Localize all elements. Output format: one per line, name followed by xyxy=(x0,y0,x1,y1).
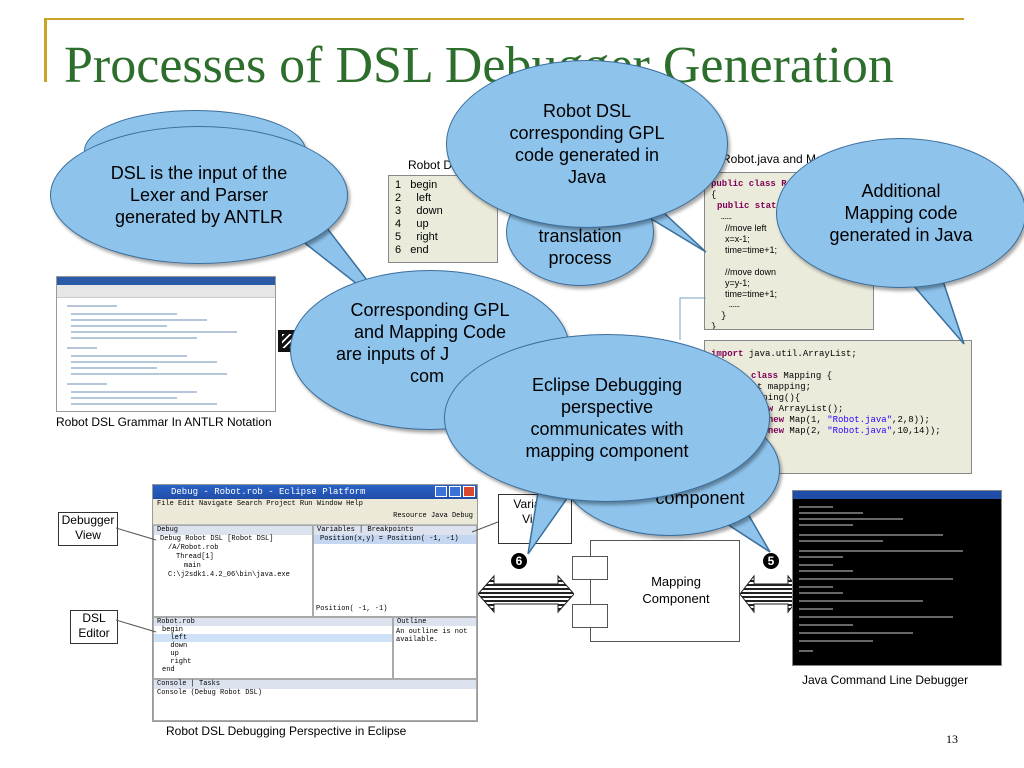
callout-dsl-input: DSL is the input of the Lexer and Parser… xyxy=(50,126,348,264)
slide-title: Processes of DSL Debugger Generation xyxy=(64,37,894,94)
callout-additional-mapping: Additional Mapping code generated in Jav… xyxy=(776,138,1024,288)
eclipse-console: Console | Tasks Console (Debug Robot DSL… xyxy=(153,679,477,721)
eclipse-caption: Robot DSL Debugging Perspective in Eclip… xyxy=(166,724,407,738)
java-line: //move left xyxy=(725,223,767,233)
eclipse-menu: File Edit Navigate Search Project Run Wi… xyxy=(153,499,477,510)
robot-dsl-line: 5 right xyxy=(395,231,438,243)
eclipse-toolbar: Resource Java Debug xyxy=(153,510,477,525)
robot-dsl-line: 4 up xyxy=(395,218,429,230)
eclipse-debug-view: Debug Debug Robot DSL [Robot DSL] /A/Rob… xyxy=(153,525,313,617)
java-line: …… xyxy=(729,300,740,310)
java-line: public stati xyxy=(717,201,782,211)
java-cmd-screenshot xyxy=(792,490,1002,666)
java-line: …… xyxy=(721,212,732,222)
terminal-text-lines xyxy=(799,506,963,652)
dsl-editor-label: DSL Editor xyxy=(70,610,118,644)
eclipse-screenshot: Debug - Robot.rob - Eclipse Platform Fil… xyxy=(152,484,478,722)
step-5-badge: 5 xyxy=(763,553,779,569)
debugger-view-label: Debugger View xyxy=(58,512,118,546)
antlr-grammar-screenshot xyxy=(56,276,276,412)
connector-lines xyxy=(679,297,706,340)
java-line: time=time+1; xyxy=(725,289,778,299)
title-accent-vertical xyxy=(44,18,47,82)
component-port-top xyxy=(572,556,608,580)
java-line: y=y-1; xyxy=(725,278,750,288)
eclipse-titlebar: Debug - Robot.rob - Eclipse Platform xyxy=(153,485,477,499)
mapping-component-label: Mapping Component xyxy=(642,574,710,606)
java-line: //move down xyxy=(725,267,777,277)
java-line: } xyxy=(721,311,727,321)
page-number: 13 xyxy=(946,732,958,746)
java-line: x=x-1; xyxy=(725,234,750,244)
label-pointer-lines xyxy=(116,521,499,633)
java-line: time=time+1; xyxy=(725,245,778,255)
title-accent-horizontal xyxy=(44,18,964,20)
java-cmd-caption: Java Command Line Debugger xyxy=(802,673,969,687)
component-port-bottom xyxy=(572,604,608,628)
arrow-eclipse-mapping xyxy=(478,574,574,614)
robot-dsl-line: 1 begin xyxy=(395,179,438,191)
grammar-caption: Robot DSL Grammar In ANTLR Notation xyxy=(56,415,272,429)
grammar-text-lines xyxy=(67,305,237,405)
eclipse-outline: Outline An outline is not available. xyxy=(393,617,477,679)
robot-dsl-line: 2 left xyxy=(395,192,432,204)
arrow-mapping-terminal xyxy=(740,574,802,614)
eclipse-editor: Robot.rob begin left down up right end xyxy=(153,617,393,679)
robot-dsl-line: 3 down xyxy=(395,205,443,217)
eclipse-variables-view: Variables | Breakpoints Position(x,y) = … xyxy=(313,525,477,617)
robot-dsl-line: 6 end xyxy=(395,244,429,256)
callout-robot-gpl: Robot DSL corresponding GPL code generat… xyxy=(446,60,728,228)
java-line: } xyxy=(711,322,717,330)
mapping-component: Mapping Component xyxy=(590,540,740,642)
java-line: { xyxy=(711,190,717,200)
callout-eclipse-debugging: Eclipse Debugging perspective communicat… xyxy=(444,334,770,502)
step-6-badge: 6 xyxy=(511,553,527,569)
